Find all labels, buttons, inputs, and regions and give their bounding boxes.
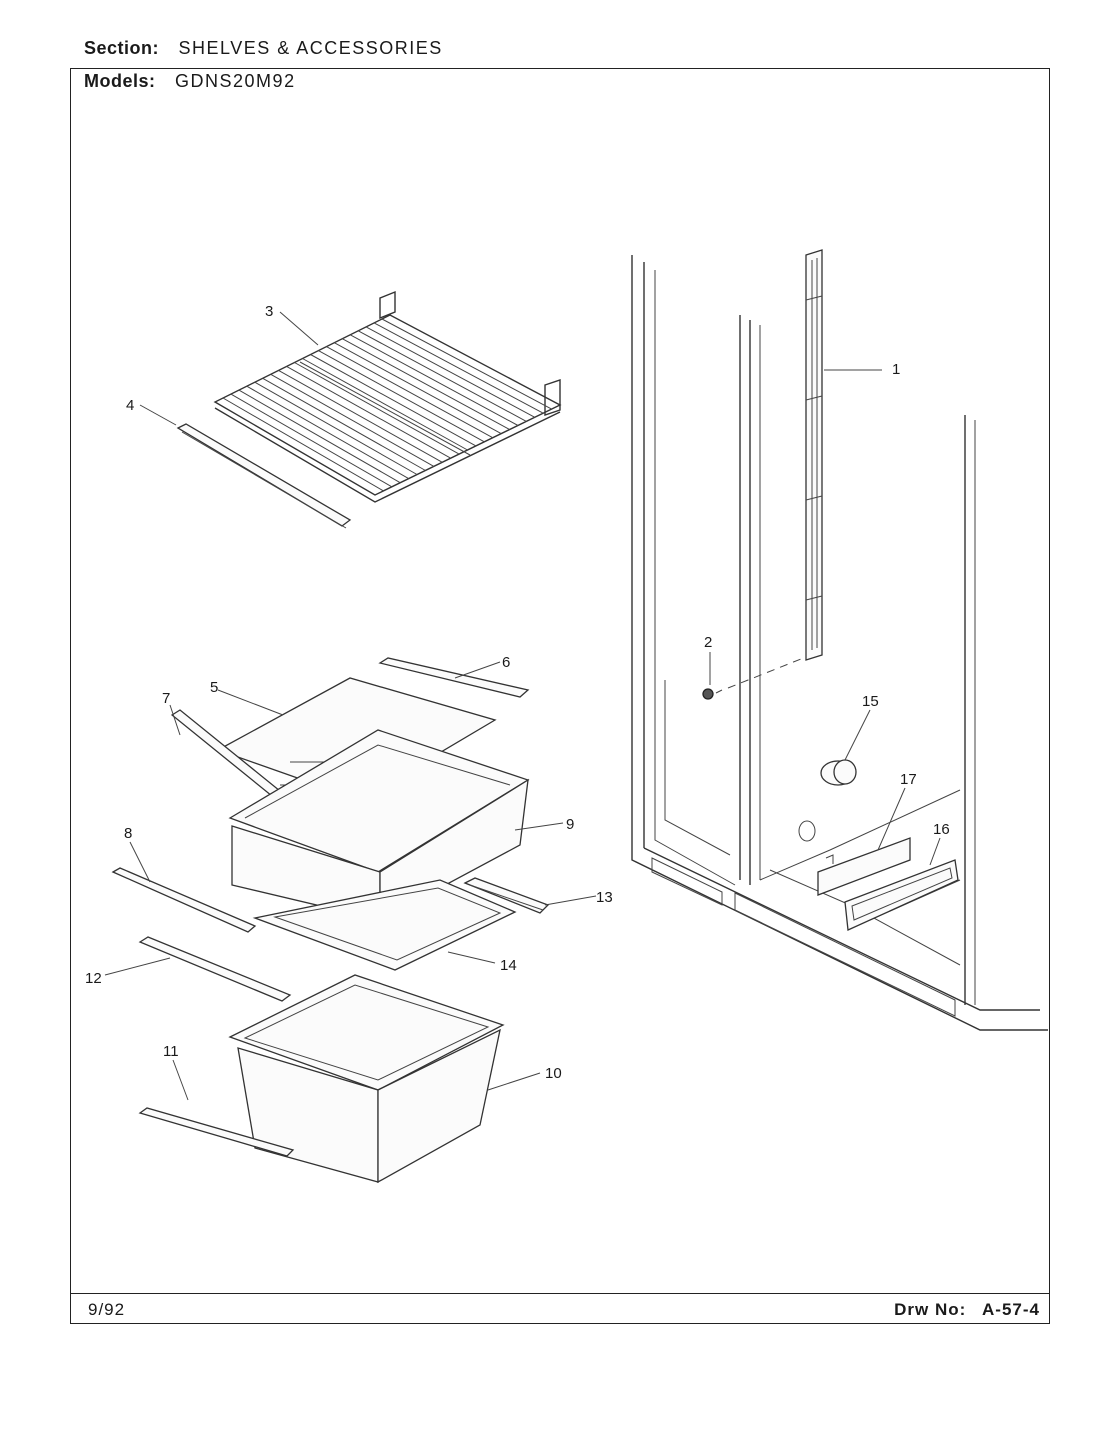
models-heading: Models: GDNS20M92 <box>84 71 296 92</box>
leader-lines <box>104 311 941 1101</box>
callout-3: 3 <box>265 303 273 320</box>
models-label: Models: <box>84 71 156 91</box>
wire-shelf-part-3 <box>213 290 562 503</box>
drawing-number: Drw No: A-57-4 <box>894 1300 1040 1320</box>
callout-13: 13 <box>596 889 613 906</box>
callout-17: 17 <box>900 771 917 788</box>
shelf-trim-part-4 <box>176 423 352 529</box>
callout-12: 12 <box>85 970 102 987</box>
control-housing-part-17 <box>817 837 911 896</box>
cabinet-outline <box>631 255 1048 1031</box>
callout-16: 16 <box>933 821 950 838</box>
shelf-ladder-part-1 <box>805 249 823 661</box>
trim-part-11 <box>138 1107 295 1157</box>
section-value: SHELVES & ACCESSORIES <box>178 38 443 58</box>
footer-divider <box>70 1293 1050 1294</box>
callout-6: 6 <box>502 654 510 671</box>
callout-15: 15 <box>862 693 879 710</box>
section-heading: Section: SHELVES & ACCESSORIES <box>84 38 443 59</box>
callout-2: 2 <box>704 634 712 651</box>
crisper-drawer-part-9 <box>228 729 530 922</box>
slide-part-13 <box>463 877 550 914</box>
crisper-cover-part-14 <box>252 879 517 971</box>
callout-7: 7 <box>162 690 170 707</box>
callout-10: 10 <box>545 1065 562 1082</box>
callout-4: 4 <box>126 397 134 414</box>
callout-14: 14 <box>500 957 517 974</box>
callout-5: 5 <box>210 679 218 696</box>
footer-date: 9/92 <box>88 1300 126 1319</box>
light-shield-part-16 <box>844 859 959 931</box>
callout-11: 11 <box>163 1043 179 1060</box>
drawing-frame <box>70 68 1050 1324</box>
callout-9: 9 <box>566 816 574 833</box>
drawing-number-value: A-57-4 <box>982 1300 1040 1319</box>
trim-part-6 <box>378 657 530 698</box>
drawing-number-label: Drw No: <box>894 1300 967 1319</box>
trim-part-8 <box>111 867 257 933</box>
control-knob-part-15 <box>798 759 857 842</box>
callout-1: 1 <box>892 361 900 378</box>
callout-8: 8 <box>124 825 132 842</box>
callout-labels: 1 2 3 4 5 6 7 9 8 13 14 12 11 10 15 17 1… <box>85 303 950 1082</box>
trim-part-12 <box>138 936 292 1002</box>
screw-part-2 <box>702 656 807 700</box>
models-value: GDNS20M92 <box>175 71 296 91</box>
section-label: Section: <box>84 38 160 58</box>
